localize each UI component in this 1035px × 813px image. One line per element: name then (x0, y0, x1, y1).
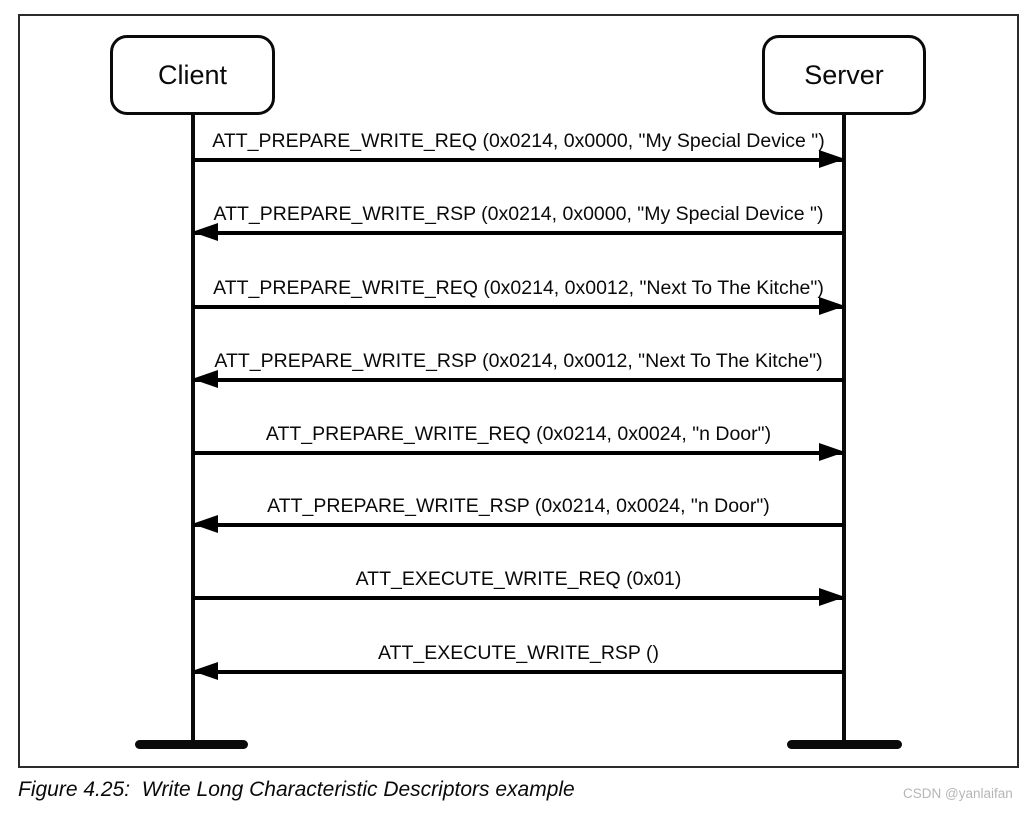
client-lifeline (191, 113, 195, 745)
arrowhead-left-icon (192, 370, 218, 388)
actor-box-server: Server (762, 35, 926, 115)
message-label: ATT_EXECUTE_WRITE_REQ (0x01) (355, 568, 682, 590)
watermark-text: CSDN @yanlaifan (903, 786, 1013, 801)
arrowhead-right-icon (819, 150, 845, 168)
actor-label-client: Client (157, 59, 228, 90)
message-label: ATT_PREPARE_WRITE_RSP (0x0214, 0x0000, "… (213, 203, 824, 225)
arrowhead-right-icon (819, 297, 845, 315)
actor-label-server: Server (804, 59, 884, 90)
arrow-line (193, 378, 844, 382)
arrowhead-left-icon (192, 662, 218, 680)
arrowhead-right-icon (819, 588, 845, 606)
message-label: ATT_PREPARE_WRITE_REQ (0x0214, 0x0024, "… (265, 423, 772, 445)
message-label: ATT_PREPARE_WRITE_RSP (0x0214, 0x0024, "… (267, 495, 770, 517)
actor-box-client: Client (110, 35, 275, 115)
message-label: ATT_PREPARE_WRITE_REQ (0x0214, 0x0000, "… (212, 130, 825, 152)
message-label: ATT_PREPARE_WRITE_REQ (0x0214, 0x0012, "… (213, 277, 824, 299)
arrowhead-left-icon (192, 223, 218, 241)
arrow-line (193, 451, 844, 455)
arrowhead-right-icon (819, 443, 845, 461)
arrow-line (193, 596, 844, 600)
server-lifeline (842, 113, 846, 745)
message-label: ATT_EXECUTE_WRITE_RSP () (378, 642, 659, 664)
client-lifeline-terminator (135, 740, 248, 749)
arrow-line (193, 670, 844, 674)
arrow-line (193, 305, 844, 309)
arrow-line (193, 523, 844, 527)
figure-caption: Figure 4.25: Write Long Characteristic D… (18, 778, 575, 801)
arrow-line (193, 158, 844, 162)
arrow-line (193, 231, 844, 235)
arrowhead-left-icon (192, 515, 218, 533)
message-label: ATT_PREPARE_WRITE_RSP (0x0214, 0x0012, "… (214, 350, 823, 372)
server-lifeline-terminator (787, 740, 902, 749)
diagram-frame (18, 14, 1019, 768)
